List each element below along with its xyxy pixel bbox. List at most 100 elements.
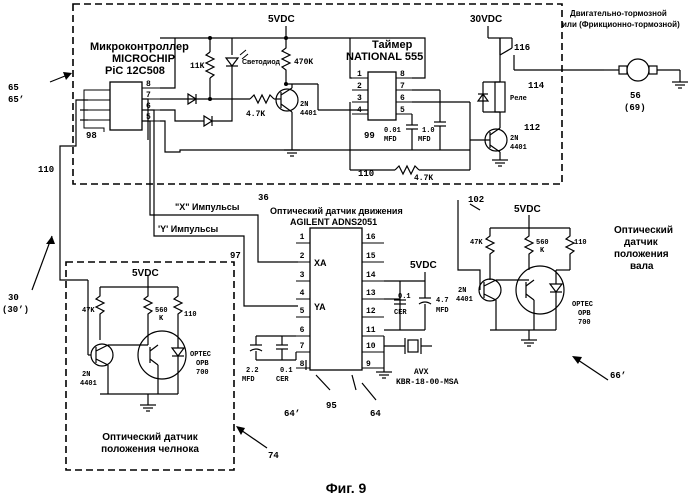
timer-pin-8: 8 [400,70,405,79]
q-right-label-2: 4401 [456,296,473,304]
n74-label: 74 [268,451,279,461]
c001-label-2: MFD [384,136,397,144]
optec-left-1: OPTEC [190,351,211,359]
sensor-pin-2: 2 [300,252,305,261]
n114-label: 114 [528,81,545,91]
figure-caption: Фиг. 9 [326,480,367,496]
mcu-label-2: MICROCHIP [112,53,175,65]
c47-label-2: MFD [436,307,449,315]
c01-cer2-label-2: CER [276,376,289,384]
sensor-pin-11: 11 [366,326,376,335]
n110-b: 110 [358,169,374,179]
n64p-label: 64’ [284,409,300,419]
resistor-110-left [174,287,182,330]
resistor-470k [282,38,290,84]
timer-label-2: NATIONAL 555 [346,51,423,63]
led-icon [226,58,238,66]
resistor-110-right [566,228,574,270]
optec-left-3: 700 [196,369,209,377]
sensor-pin-1: 1 [300,233,305,242]
ya-label: YA [314,302,326,312]
microcontroller-chip [110,82,142,130]
sensor-title-2: AGILENT ADNS2051 [290,217,377,227]
mcu-right-pins [142,88,160,121]
r11k-label: 11K [190,62,205,71]
c01-cer2-label-1: 0.1 [280,367,293,375]
c10-label-2: MFD [418,136,431,144]
vdc5-sensor-label: 5VDC [410,260,437,271]
r47k-left-label: 47K [82,307,95,315]
q-right-label-1: 2N [458,287,466,295]
sensor-pin-10: 10 [366,342,376,351]
shaft-label-1: Оптический [614,225,673,236]
brake-motor-icon [627,59,649,81]
n97-label: 97 [230,251,241,261]
diode-icon-2 [204,116,212,126]
r47k-top-label: 4.7K [246,110,265,119]
relay-coil [495,82,505,112]
timer-pin-4: 4 [357,106,362,115]
q-top-label-1: 2N [300,101,308,109]
n110-c: 110 [574,239,587,247]
n116-label: 116 [514,43,530,53]
n30p-label: (30’) [2,305,29,315]
timer-pin-1: 1 [357,70,362,79]
q-left-label-1: 2N [82,371,90,379]
r560-left-label-2: K [159,315,164,323]
mcu-pin-8: 8 [146,80,151,89]
optec-right-2: OPB [578,310,591,318]
timer-pin-2: 2 [357,82,362,91]
n30-label: 30 [8,293,19,303]
r560-right-label-2: K [540,247,545,255]
r470k-label: 470K [294,58,313,67]
timer-555-chip [368,72,396,120]
n64-label: 64 [370,409,381,419]
resistor-560k-right [525,228,533,270]
brake-label-2: или (Фрикционно-тормозной) [562,20,680,29]
resistor-4k7-bottom [395,166,419,174]
r560-left-label-1: 560 [155,307,168,315]
xa-label: XA [314,258,327,268]
optec-left-2: OPB [196,360,209,368]
resistor-4k7-top [250,95,274,103]
vdc5-top-label: 5VDC [268,14,295,25]
sensor-pin-14: 14 [366,271,376,280]
r47k-right-label: 47K [470,239,483,247]
sensor-pin-7: 7 [300,342,305,351]
vdc5-right-label: 5VDC [514,204,541,215]
n65p-label: 65’ [8,95,24,105]
x-pulses-label: "X" Импульсы [175,202,240,212]
c22-label-2: MFD [242,376,255,384]
n110-a: 110 [38,165,54,175]
transistor-2n4401-right [479,279,501,301]
n112-label: 112 [524,123,540,133]
mcu-label-1: Микроконтроллер [90,41,189,53]
r47k-bottom-label: 4.7K [414,174,433,183]
c01-cer-label-2: CER [394,309,407,317]
arrow-30 [32,236,52,290]
q-left-label-2: 4401 [80,380,97,388]
y-pulses-label: 'Y' Импульсы [158,224,218,234]
vdc30-label: 30VDC [470,14,502,25]
sensor-pin-6: 6 [300,326,305,335]
resistor-11k [206,52,214,78]
vdc5-left-label: 5VDC [132,268,159,279]
c01-cer-label-1: 0.1 [398,293,411,301]
r560-right-label-1: 560 [536,239,549,247]
shaft-label-4: вала [630,261,654,272]
timer-pin-5: 5 [400,106,405,115]
resistor-560k-left [144,287,152,330]
crystal-resonator [408,340,418,352]
timer-pin-3: 3 [357,94,362,103]
c10-label-1: 1.0 [422,127,435,135]
relay-label: Реле [510,95,527,103]
shuttle-label-2: положения челнока [101,444,199,455]
n102-label: 102 [468,195,484,205]
n66p-label: 66’ [610,371,626,381]
avx-label-1: AVX [414,368,429,377]
sensor-pin-3: 3 [300,271,305,280]
resistor-47k-left [96,287,104,340]
shaft-label-3: положения [614,249,669,260]
